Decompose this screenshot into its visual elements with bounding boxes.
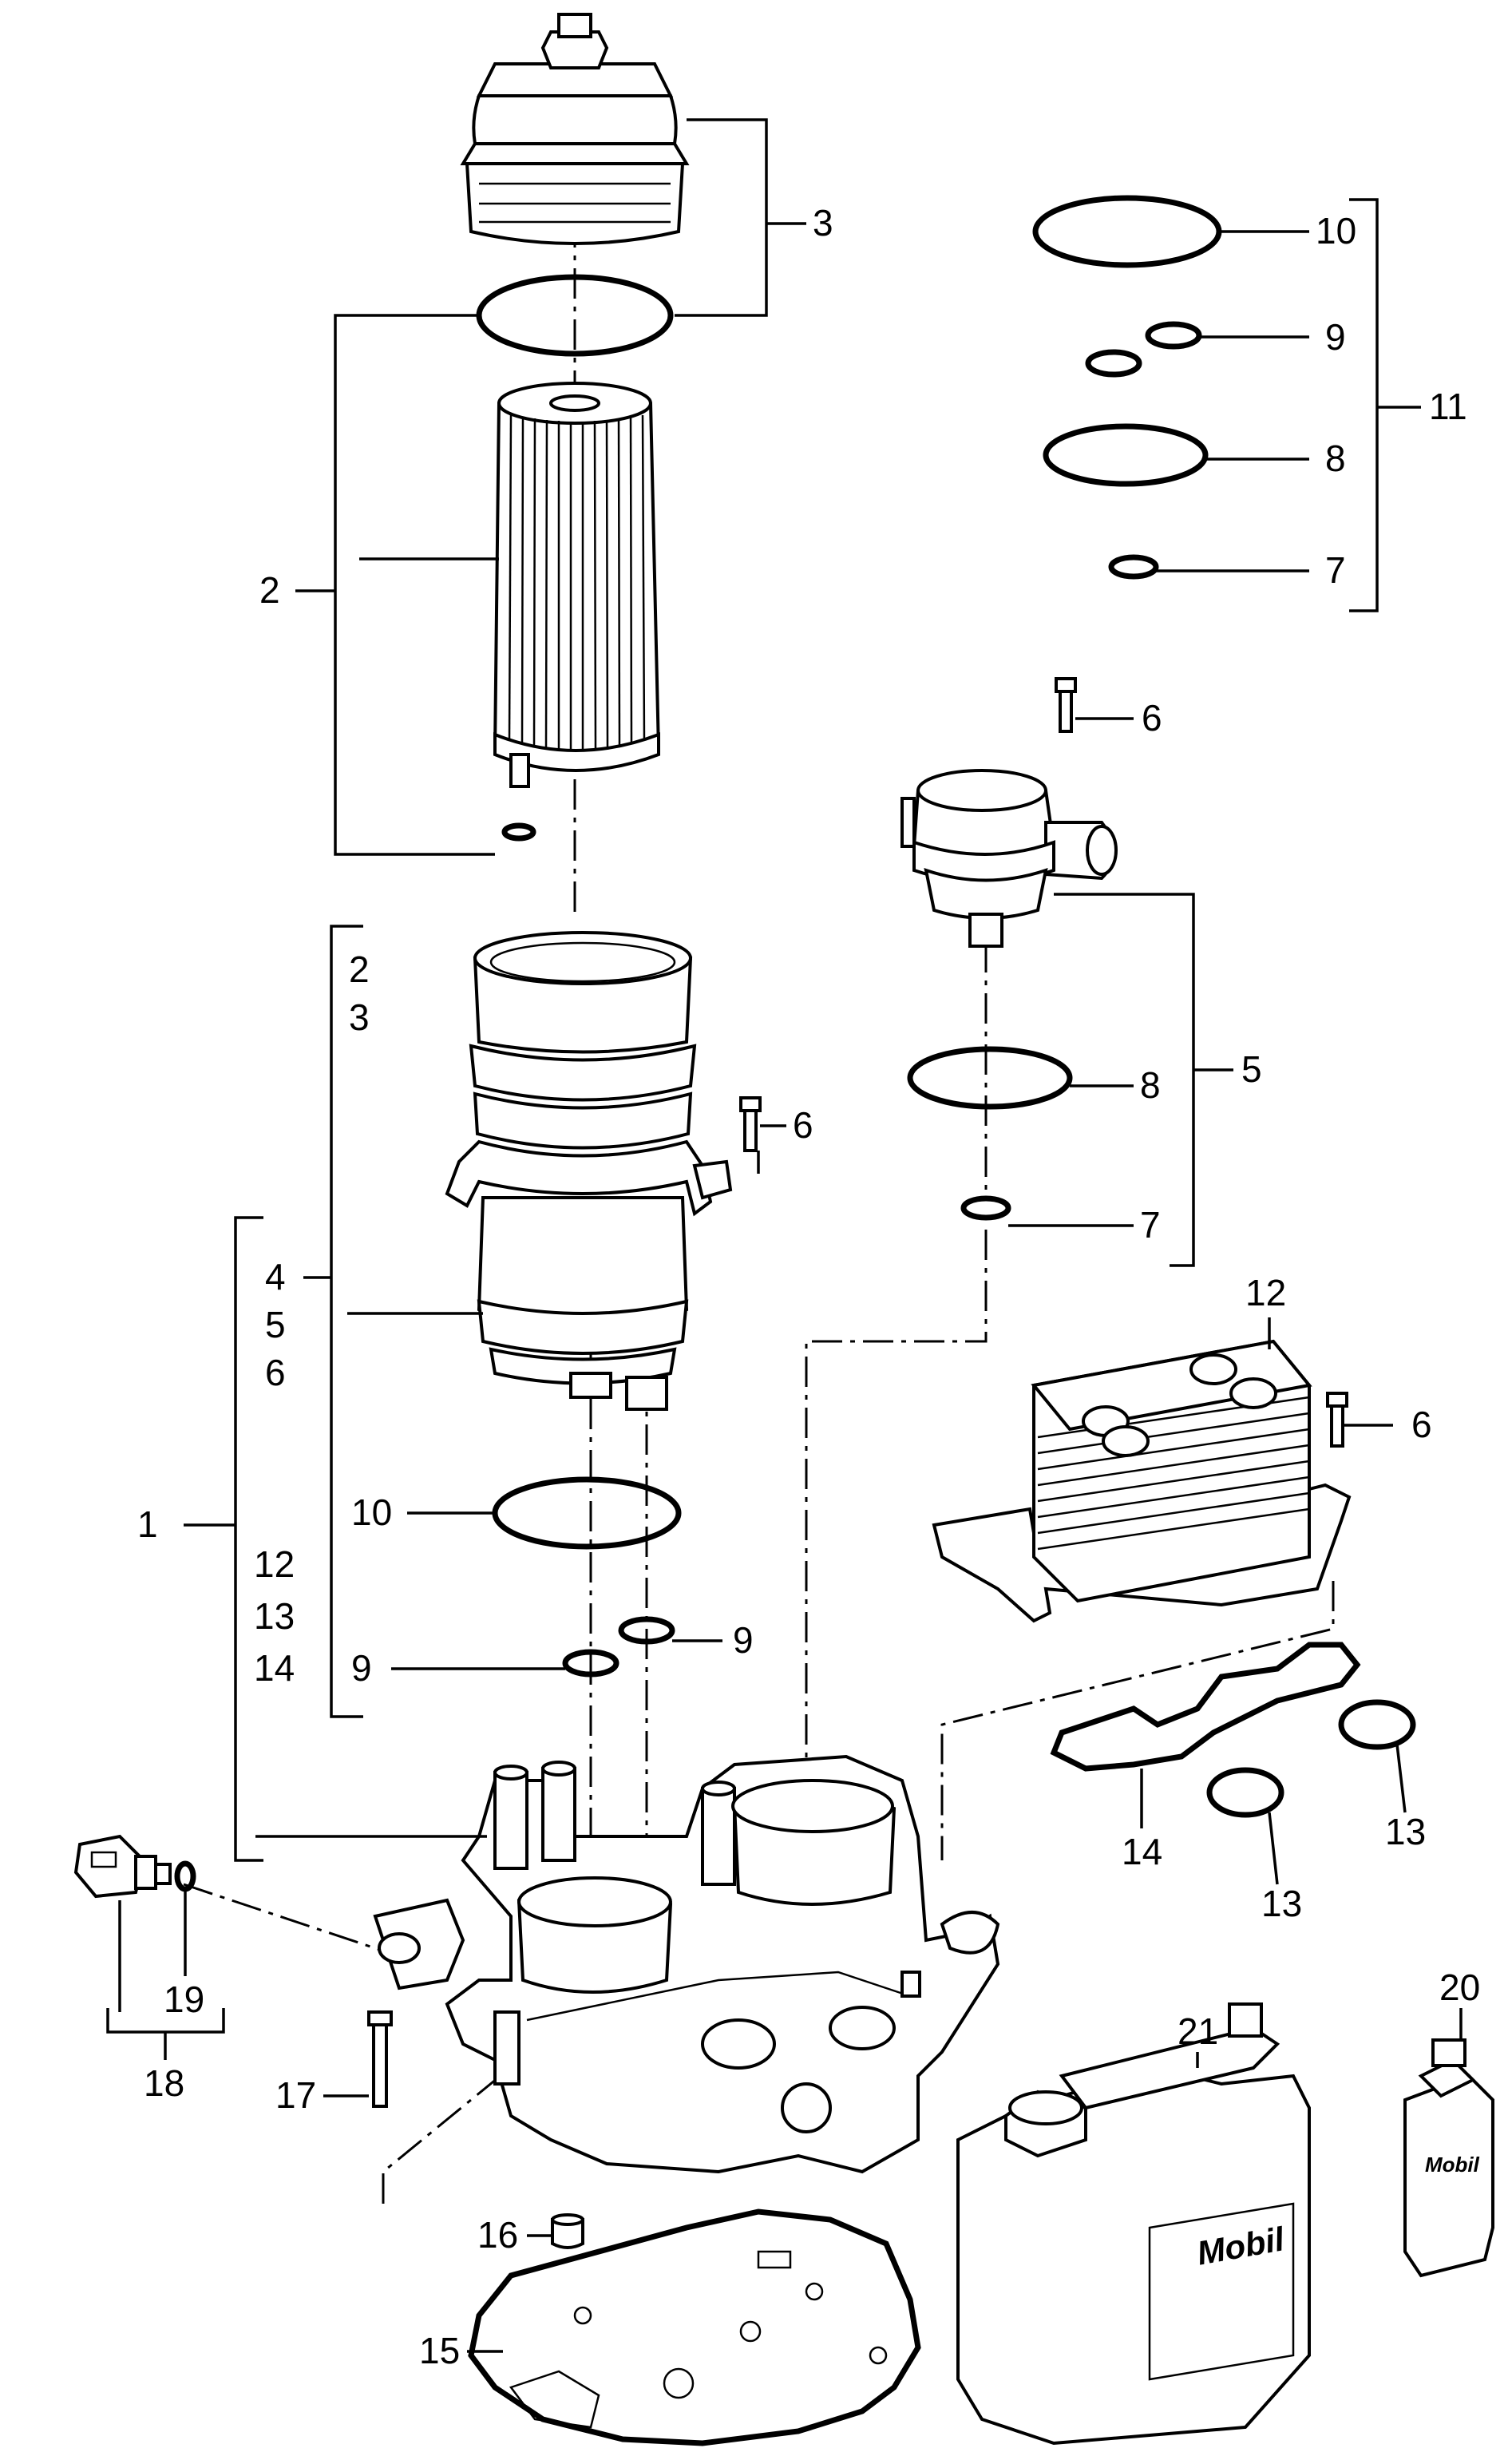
callout-11: 11 (1429, 386, 1467, 427)
cooler-gasket-14 (1050, 1642, 1361, 1772)
callout-2: 2 (259, 569, 280, 611)
bracket-item-12: 12 (254, 1543, 295, 1585)
callout-6-housing: 6 (793, 1104, 813, 1146)
bracket-item-2: 2 (349, 949, 370, 990)
oil-filter-housing-base (373, 1754, 1000, 2174)
cooler-seal-13b (1338, 1699, 1416, 1750)
bracket-item-13: 13 (254, 1595, 295, 1637)
bracket-item-4: 4 (265, 1256, 286, 1297)
callout-9-housing-right: 9 (733, 1619, 754, 1661)
filter-element (493, 382, 661, 788)
callout-9-kit: 9 (1325, 316, 1346, 358)
oil-pressure-switch (73, 1834, 172, 1899)
housing-o-ring-9b (562, 1649, 619, 1678)
sealing-ring-19 (174, 1860, 196, 1892)
bolt-6b (1055, 677, 1077, 733)
element-o-ring (501, 822, 536, 842)
dowel-pin-16 (551, 2213, 584, 2249)
callout-20: 20 (1439, 1967, 1480, 2008)
cooler-seal-13a (1206, 1767, 1284, 1818)
oil-cooler (932, 1339, 1352, 1623)
callout-16: 16 (477, 2214, 518, 2256)
filter-cap (460, 13, 690, 245)
callout-6-separator: 6 (1142, 697, 1162, 739)
callout-1: 1 (137, 1503, 158, 1545)
callout-8-separator: 8 (1140, 1064, 1161, 1106)
callout-7-separator: 7 (1140, 1204, 1161, 1246)
filter-housing (445, 931, 733, 1411)
housing-o-ring-10 (492, 1476, 682, 1550)
callout-18: 18 (144, 2062, 184, 2104)
separator-o-ring-8 (907, 1046, 1073, 1110)
callout-15: 15 (419, 2330, 460, 2371)
bolt-17 (367, 2010, 393, 2108)
callout-10-kit: 10 (1316, 210, 1356, 252)
callout-19: 19 (164, 1979, 204, 2020)
callout-10-housing: 10 (351, 1491, 392, 1533)
separator-o-ring-7 (960, 1195, 1011, 1221)
callout-13-right: 13 (1385, 1811, 1426, 1852)
oil-canister: Mobil (956, 2002, 1311, 2446)
callout-6-cooler: 6 (1411, 1404, 1432, 1445)
callout-8-kit: 8 (1325, 438, 1346, 479)
callout-3: 3 (813, 202, 833, 244)
seal-kit (1032, 195, 1222, 580)
bottle-logo: Mobil (1425, 2153, 1480, 2177)
callout-13-left: 13 (1261, 1883, 1302, 1924)
callout-labels: 3 10 9 11 8 7 2 6 2 3 5 8 6 7 4 12 5 6 6… (137, 202, 1480, 2371)
separator-unit (900, 769, 1118, 948)
callout-17: 17 (275, 2074, 316, 2116)
bolt-6a (739, 1096, 762, 1152)
callout-12: 12 (1245, 1272, 1286, 1313)
callout-7-kit: 7 (1325, 549, 1346, 591)
housing-gasket-15 (468, 2208, 921, 2446)
brackets (106, 118, 1463, 2353)
callout-9-housing-left: 9 (351, 1647, 372, 1689)
callout-14: 14 (1122, 1831, 1162, 1872)
callout-5: 5 (1241, 1048, 1262, 1090)
bracket-item-6: 6 (265, 1352, 286, 1393)
callout-21: 21 (1178, 2010, 1218, 2052)
bracket-item-3: 3 (349, 996, 370, 1038)
bolt-6c (1326, 1392, 1348, 1448)
oil-bottle: Mobil (1403, 2038, 1494, 2278)
bracket-item-14: 14 (254, 1647, 295, 1689)
housing-o-ring-9a (618, 1616, 675, 1645)
bracket-item-5: 5 (265, 1304, 286, 1345)
